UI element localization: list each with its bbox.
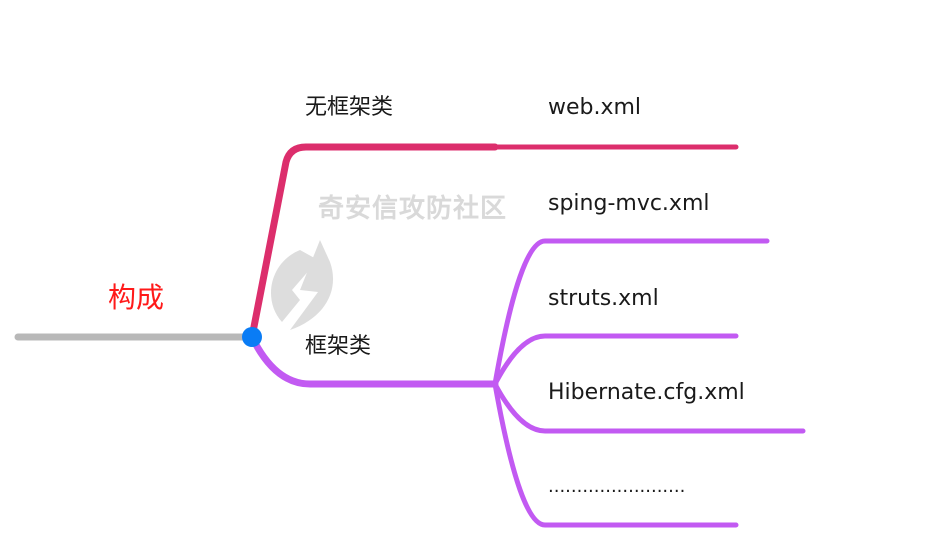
leaf-line-struts bbox=[492, 333, 739, 387]
branch-label-no-framework[interactable]: 无框架类 bbox=[305, 95, 394, 120]
branch-label-framework[interactable]: 框架类 bbox=[305, 334, 372, 359]
leaf-label-hibernate[interactable]: Hibernate.cfg.xml bbox=[548, 380, 745, 405]
leaf-line-spring-mvc bbox=[492, 238, 770, 387]
leaf-label-struts[interactable]: struts.xml bbox=[548, 286, 659, 311]
leaf-line-hibernate bbox=[492, 381, 806, 434]
lightning-shield-icon bbox=[270, 240, 334, 330]
leaf-label-spring-mvc[interactable]: sping-mvc.xml bbox=[548, 191, 710, 216]
watermark-text: 奇安信攻防社区 bbox=[318, 194, 508, 224]
branch-line-no-framework bbox=[248, 143, 499, 341]
leaf-line-ellipsis bbox=[492, 381, 739, 528]
branch-line-framework bbox=[248, 333, 499, 388]
leaf-label-ellipsis[interactable]: ........................ bbox=[548, 476, 686, 497]
root-node-label[interactable]: 构成 bbox=[108, 281, 165, 314]
root-node-dot[interactable] bbox=[242, 327, 262, 347]
leaf-label-web-xml[interactable]: web.xml bbox=[548, 95, 642, 120]
